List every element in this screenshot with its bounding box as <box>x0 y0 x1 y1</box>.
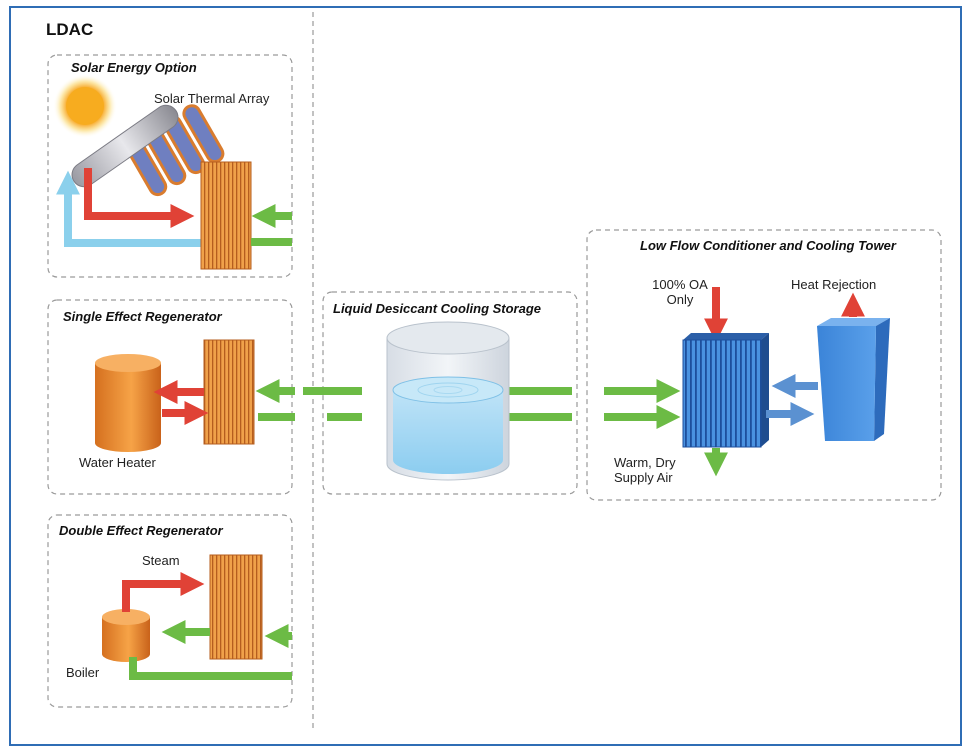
boiler-label: Boiler <box>66 665 100 680</box>
double-effect-panel-box <box>47 514 293 708</box>
steam-label: Steam <box>142 553 180 568</box>
solar-thermal-array-label: Solar Thermal Array <box>154 91 270 106</box>
water-heater-label: Water Heater <box>79 455 156 470</box>
supply-air-line1: Warm, Dry <box>614 455 676 470</box>
double-green-return-pipe <box>129 657 292 680</box>
storage-title: Liquid Desiccant Cooling Storage <box>333 301 542 316</box>
conditioner-coil <box>682 333 769 448</box>
double-regenerator-coil <box>209 554 263 660</box>
diagram-canvas: LDAC Solar Energy Option Solar Thermal A… <box>9 6 962 746</box>
storage-panel-box <box>322 291 578 495</box>
boiler-icon <box>102 609 150 662</box>
single-effect-title: Single Effect Regenerator <box>63 309 222 324</box>
solar-panel-box <box>47 54 293 278</box>
diagram-art <box>47 12 942 728</box>
oa-label-line1: 100% OA <box>652 277 708 292</box>
single-regenerator-coil <box>203 339 255 445</box>
solar-panel-title: Solar Energy Option <box>71 60 197 75</box>
cooling-tower-icon <box>817 318 890 441</box>
oa-label-line2: Only <box>666 292 694 307</box>
single-effect-panel-box <box>47 299 293 495</box>
conditioner-panel-box <box>586 229 942 501</box>
steam-red-arrow <box>122 572 205 612</box>
solar-red-pipe <box>84 168 195 228</box>
solar-cyan-pipe <box>56 170 201 247</box>
oa-label: 100% OA Only <box>640 277 720 307</box>
solar-collector-icon <box>71 104 225 197</box>
heat-rejection-label: Heat Rejection <box>791 277 877 292</box>
double-effect-title: Double Effect Regenerator <box>59 523 223 538</box>
sun-icon <box>53 74 117 138</box>
supply-air-label: Warm, Dry Supply Air <box>614 455 676 485</box>
storage-tank-icon <box>386 321 510 481</box>
diagram-title: LDAC <box>46 20 94 39</box>
supply-air-line2: Supply Air <box>614 470 673 485</box>
conditioner-title: Low Flow Conditioner and Cooling Tower <box>640 238 896 253</box>
water-heater-icon <box>95 354 161 452</box>
solar-regenerator-coil <box>200 161 252 270</box>
